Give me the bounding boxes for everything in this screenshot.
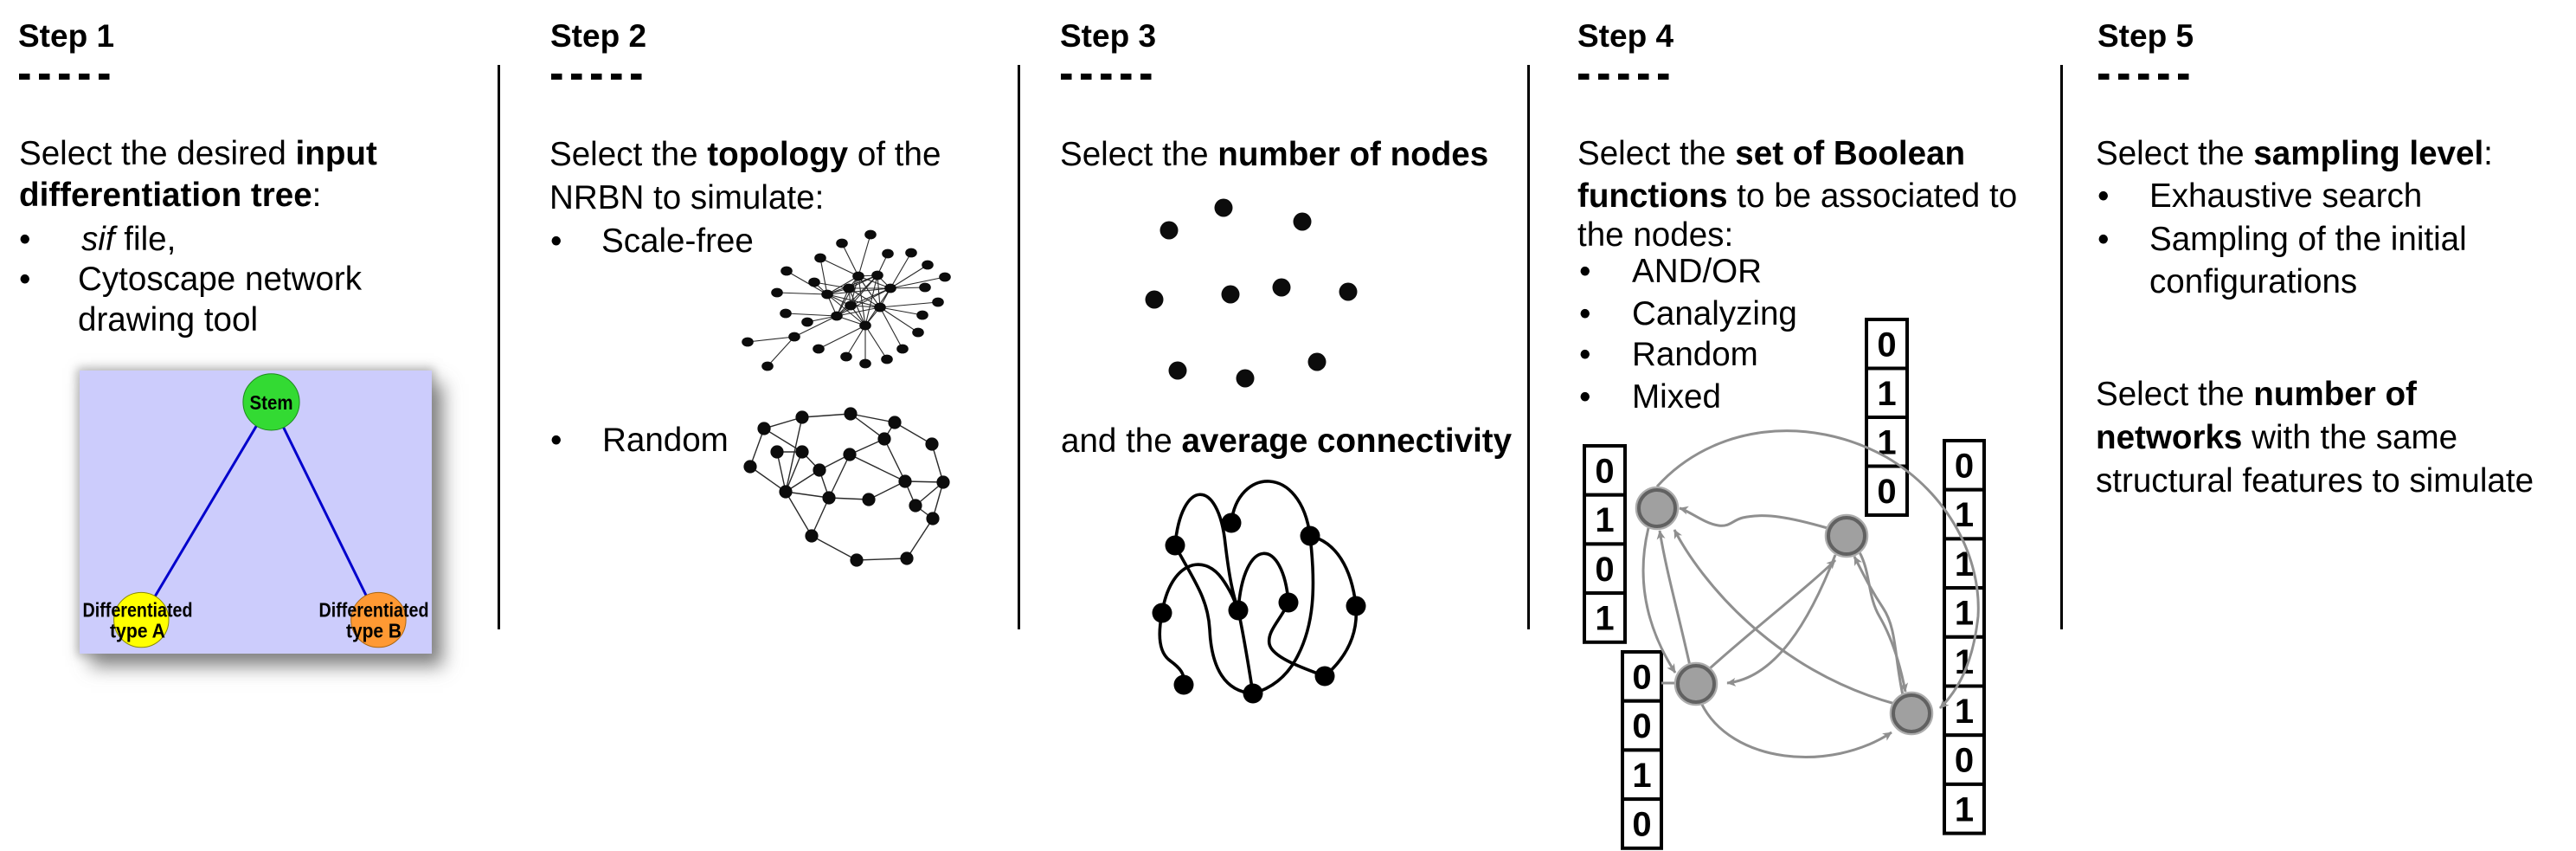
svg-text:Differentiated: Differentiated bbox=[319, 599, 429, 622]
svg-text:0: 0 bbox=[1632, 805, 1651, 843]
svg-text:0: 0 bbox=[1877, 326, 1896, 364]
svg-text:0: 0 bbox=[1955, 742, 1974, 780]
svg-text:1: 1 bbox=[1955, 643, 1974, 681]
svg-text:1: 1 bbox=[1595, 599, 1614, 637]
svg-text:1: 1 bbox=[1632, 757, 1651, 795]
svg-text:1: 1 bbox=[1877, 423, 1896, 461]
svg-text:1: 1 bbox=[1955, 693, 1974, 731]
svg-text:1: 1 bbox=[1955, 594, 1974, 632]
svg-text:1: 1 bbox=[1955, 790, 1974, 828]
svg-text:0: 0 bbox=[1595, 452, 1614, 490]
svg-text:type A: type A bbox=[110, 619, 165, 641]
svg-text:0: 0 bbox=[1632, 707, 1651, 745]
svg-text:0: 0 bbox=[1955, 447, 1974, 485]
svg-text:1: 1 bbox=[1877, 375, 1896, 413]
svg-text:1: 1 bbox=[1955, 496, 1974, 534]
svg-text:Stem: Stem bbox=[250, 391, 293, 414]
svg-text:Differentiated: Differentiated bbox=[83, 599, 193, 622]
svg-text:0: 0 bbox=[1877, 473, 1896, 511]
svg-text:0: 0 bbox=[1632, 658, 1651, 696]
svg-text:0: 0 bbox=[1595, 551, 1614, 589]
svg-text:1: 1 bbox=[1595, 501, 1614, 539]
svg-text:type B: type B bbox=[346, 619, 401, 641]
